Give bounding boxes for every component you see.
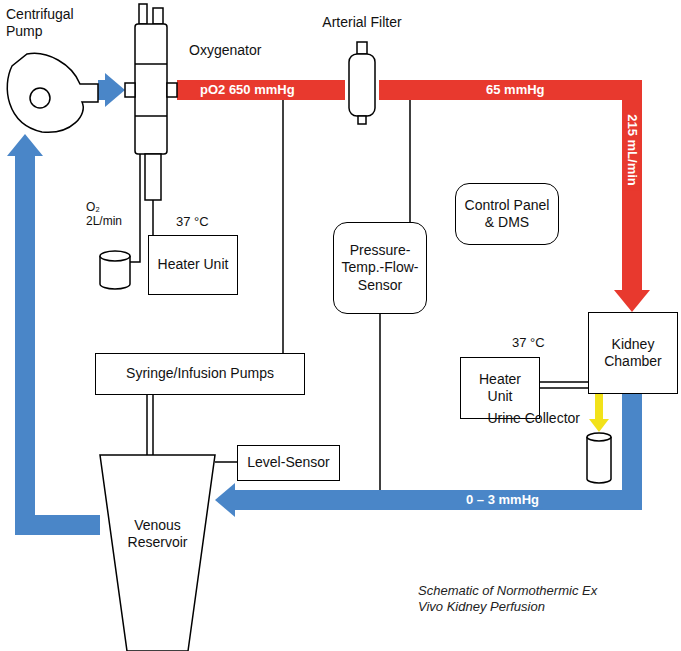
oxygenator-port <box>167 83 177 97</box>
caption: Schematic of Normothermic Ex Vivo Kidney… <box>418 583 614 614</box>
flow-band-line <box>595 394 603 420</box>
arrow-head <box>589 419 609 432</box>
box-label: Heater Unit <box>473 371 527 406</box>
equipment-node: Centrifugal Pump <box>2 4 98 134</box>
connector-line <box>215 462 237 463</box>
process-box: Syringe/Infusion Pumps <box>95 353 305 395</box>
oxygenator-port <box>125 83 135 97</box>
oxygenator-body <box>135 24 167 154</box>
connector-line <box>147 395 153 455</box>
process-box: Level-Sensor <box>237 445 340 481</box>
equipment-label: Urine Collector <box>487 410 580 427</box>
flow-band-line <box>233 394 632 500</box>
connector-stroke <box>152 395 154 455</box>
collector-outline <box>587 437 611 483</box>
flow-band <box>98 73 125 107</box>
note-label: 37 °C <box>512 335 545 351</box>
flow-label: 65 mmHg <box>482 82 549 98</box>
connector-stroke <box>540 387 588 389</box>
sensor-line <box>409 100 411 222</box>
sensor-line <box>379 314 381 490</box>
oxygenator-port <box>145 154 161 200</box>
process-box: Pressure-Temp.-Flow-Sensor <box>333 222 427 314</box>
infusion-line <box>282 100 284 353</box>
oxygenator-port <box>139 4 147 24</box>
arrow-head <box>7 134 43 156</box>
connector-stroke <box>540 381 588 383</box>
oxygenator-band <box>135 63 167 65</box>
arrow-head <box>105 73 125 107</box>
equipment-label: Venous Reservoir <box>114 517 201 551</box>
oxygen-line <box>130 154 140 262</box>
connector-line <box>153 200 154 235</box>
filter-nozzle <box>357 42 367 54</box>
box-label: Syringe/Infusion Pumps <box>126 365 274 383</box>
pump-eye <box>30 88 50 108</box>
flow-band <box>589 394 609 432</box>
connector-stroke <box>215 461 237 463</box>
equipment-shape <box>100 455 215 651</box>
equipment-label: Oxygenator <box>189 42 261 59</box>
filter-nozzle <box>358 116 366 124</box>
equipment-node: Oxygenator <box>125 4 177 200</box>
arrow-head <box>614 290 650 312</box>
oxygen-cylinder-top <box>100 251 130 261</box>
pump-housing <box>7 53 98 132</box>
box-label: Pressure-Temp.-Flow-Sensor <box>338 242 422 295</box>
equipment-shape <box>125 4 177 200</box>
flow-label: 0 – 3 mmHg <box>462 492 543 508</box>
box-label: Control Panel & DMS <box>460 197 554 232</box>
connector-line <box>540 382 588 388</box>
process-box: Kidney Chamber <box>588 312 678 394</box>
equipment-node: Urine Collector <box>586 432 612 484</box>
process-box: Heater Unit <box>148 235 238 295</box>
collector-top <box>587 433 611 441</box>
flow-band <box>215 394 632 517</box>
flow-band <box>7 134 100 525</box>
equipment-shape <box>586 432 612 484</box>
box-label: Kidney Chamber <box>593 336 673 371</box>
flow-label: 215 mL/min <box>624 110 640 190</box>
box-label: Level-Sensor <box>247 454 330 472</box>
flow-band-line <box>177 80 345 100</box>
box-label: Heater Unit <box>158 256 229 274</box>
process-box: Heater Unit <box>460 357 540 419</box>
reservoir-outline <box>100 455 215 651</box>
connector-stroke <box>146 395 148 455</box>
equipment-node: Venous Reservoir <box>100 455 215 651</box>
oxygenator-port <box>153 8 163 24</box>
connector-stroke <box>152 200 154 235</box>
flow-label: pO2 650 mmHg <box>196 82 299 98</box>
equipment-label: Centrifugal Pump <box>6 6 96 40</box>
equipment-node: Arterial Filter <box>345 4 379 124</box>
arrow-head <box>215 483 235 517</box>
equipment-label: Arterial Filter <box>322 14 401 31</box>
filter-body <box>349 54 375 116</box>
oxygenator-band <box>135 115 167 117</box>
note-label: O₂ 2L/min <box>86 200 124 229</box>
note-label: 37 °C <box>176 214 209 230</box>
process-box: Control Panel & DMS <box>455 183 559 245</box>
